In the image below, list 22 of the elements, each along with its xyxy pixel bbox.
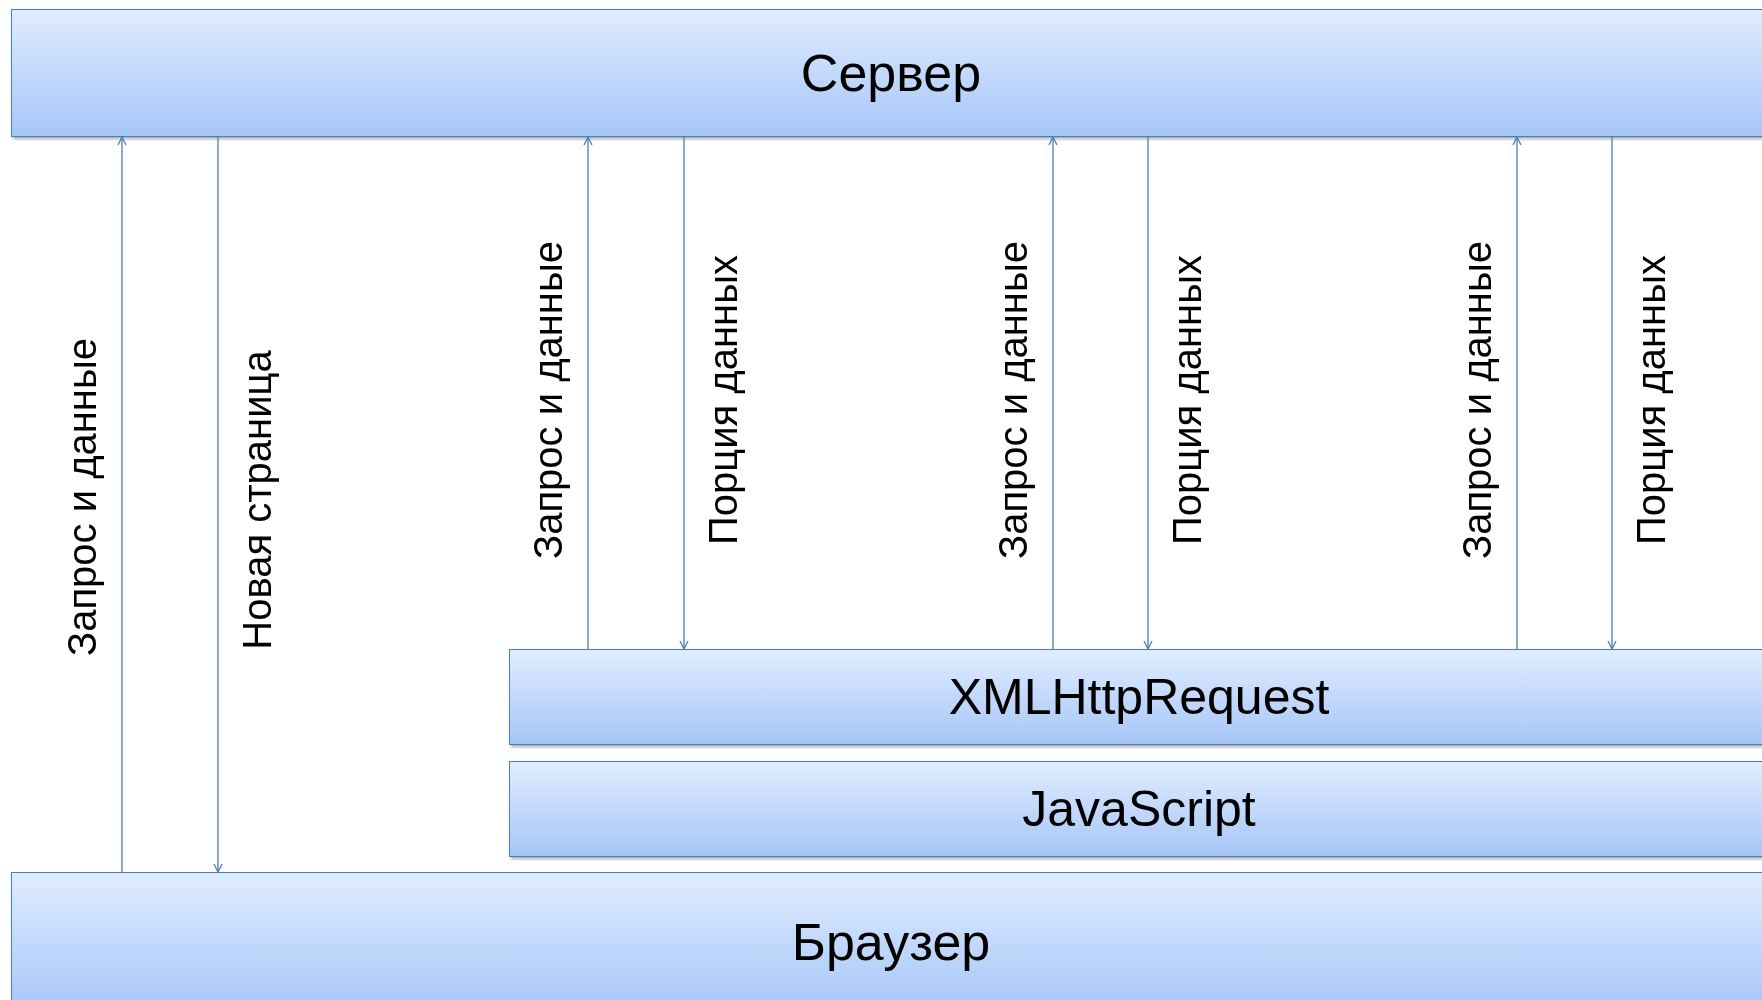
layer-box bbox=[11, 9, 1762, 137]
arrow bbox=[1143, 136, 1153, 650]
edge-label: Новая страница bbox=[237, 350, 277, 650]
edge-label: Порция данных bbox=[703, 255, 743, 545]
edge-label: Запрос и данные bbox=[1457, 241, 1497, 559]
edge-label: Запрос и данные bbox=[62, 338, 102, 656]
arrow bbox=[1607, 136, 1617, 650]
arrow bbox=[583, 136, 593, 650]
edge-label: Запрос и данные bbox=[528, 241, 568, 559]
layer-box bbox=[509, 649, 1762, 745]
arrow bbox=[1048, 136, 1058, 650]
layer-box bbox=[509, 761, 1762, 857]
edge-label: Запрос и данные bbox=[993, 241, 1033, 559]
arrow bbox=[679, 136, 689, 650]
edge-label: Порция данных bbox=[1167, 255, 1207, 545]
edge-label: Порция данных bbox=[1631, 255, 1671, 545]
arrow bbox=[213, 136, 223, 873]
layer-label: JavaScript bbox=[1022, 784, 1256, 834]
layer-label: XMLHttpRequest bbox=[948, 672, 1330, 722]
arrow bbox=[117, 136, 127, 873]
layer-box bbox=[11, 872, 1762, 1000]
arrow bbox=[1512, 136, 1522, 650]
